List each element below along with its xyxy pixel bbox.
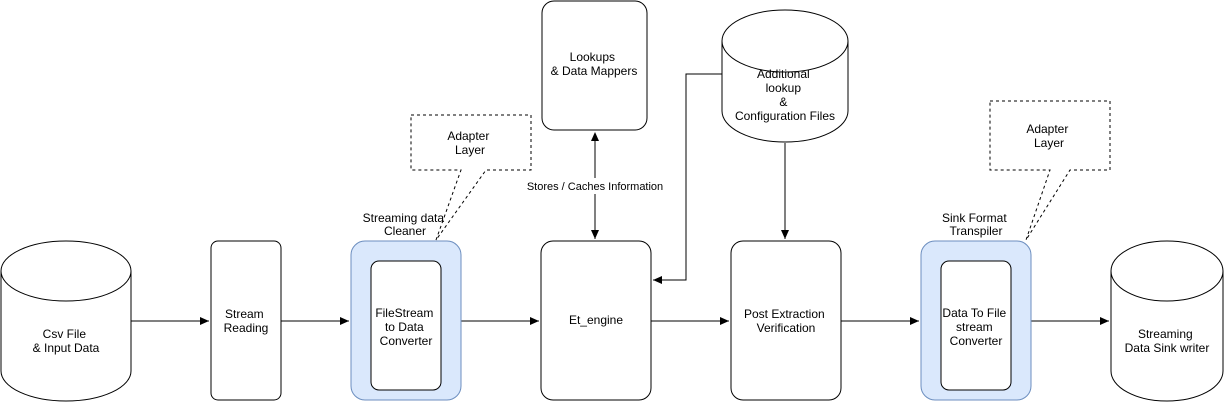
edges bbox=[131, 73, 1109, 325]
svg-text:Stream Reading: Stream Reading bbox=[224, 307, 269, 335]
svg-text:Et_engine: Et_engine bbox=[569, 313, 623, 327]
streaming-data-cleaner-caption: Streaming data Cleaner bbox=[363, 211, 448, 238]
post-extraction-verification-node: Post Extraction Verification bbox=[730, 240, 842, 401]
adapter-layer-left-callout: Adapter Layer bbox=[410, 114, 532, 241]
svg-text:Stores / Caches Information: Stores / Caches Information bbox=[527, 181, 663, 193]
adapter-layer-left-label: Adapter Layer bbox=[447, 129, 492, 157]
svg-text:Streaming Data Sink writ: Streaming Data Sink writer bbox=[1125, 327, 1210, 355]
svg-text:Lookups & Data Mappers: Lookups & Data Mappers bbox=[551, 50, 638, 78]
et-engine-node: Et_engine bbox=[540, 240, 652, 401]
svg-text:Csv File & Input Data: Csv File & Input Data bbox=[33, 327, 100, 355]
sink-format-transpiler-caption: Sink Format Transpiler bbox=[942, 211, 1010, 238]
additional-config-files-cylinder: Additional lookup & Configuration Files bbox=[721, 9, 849, 143]
lookups-data-mappers-node: Lookups & Data Mappers bbox=[541, 0, 648, 131]
csv-input-data-cylinder: Csv File & Input Data bbox=[0, 240, 132, 402]
streaming-data-cleaner-group: Streaming data Cleaner FileStream to Dat… bbox=[350, 211, 462, 401]
stream-reading-node: Stream Reading bbox=[210, 240, 282, 401]
svg-text:Post Extraction Verifica: Post Extraction Verification bbox=[744, 307, 828, 335]
sink-format-transpiler-group: Sink Format Transpiler Data To File stre… bbox=[920, 211, 1032, 401]
edge-additional-to-et-engine bbox=[653, 73, 722, 284]
adapter-layer-right-callout: Adapter Layer bbox=[989, 100, 1111, 241]
edge-label-stores-caches: Stores / Caches Information bbox=[524, 178, 664, 194]
svg-text:Additional lookup: Additional lookup & Configuration Files bbox=[735, 67, 835, 123]
filestream-converter-label: FileStream to Data Converter bbox=[375, 306, 436, 348]
data-to-file-converter-label: Data To File stream Converter bbox=[942, 306, 1009, 348]
adapter-layer-right-label: Adapter Layer bbox=[1026, 122, 1071, 150]
streaming-data-sink-writer-cylinder: Streaming Data Sink writer bbox=[1110, 240, 1224, 402]
